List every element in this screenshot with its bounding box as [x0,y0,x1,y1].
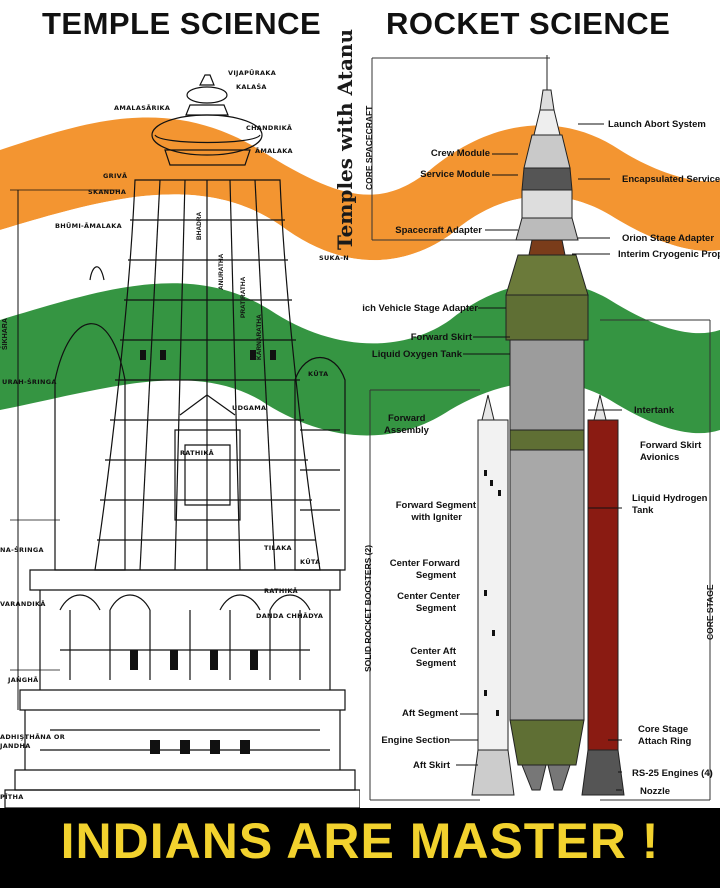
label-solid-rocket-boosters: SOLID ROCKET BOOSTERS (2) [363,544,373,672]
temple-science-heading: TEMPLE SCIENCE [42,6,322,41]
rocket-drawing [369,55,711,801]
label-liquid-hydrogen-1: Liquid Hydrogen [632,493,708,504]
label-amalasarika: AMALASĀRIKA [114,104,171,112]
banner-background [0,808,720,888]
label-service-module: Service Module [420,169,490,180]
label-center-aft-2: Segment [415,658,456,669]
label-griva: GRIVĀ [103,172,128,180]
label-core-spacecraft: CORE SPACECRAFT [364,105,374,190]
label-karnaratha: KARNARATHA [256,314,263,360]
label-spacecraft-adapter: Spacecraft Adapter [395,225,482,236]
label-engine-section: Engine Section [381,735,450,746]
label-nozzle: Nozzle [640,786,671,797]
label-anuratha: ANURATHA [218,253,225,290]
label-rathika-1: RATHIKĀ [180,449,214,457]
label-jangha: JAṄGHĀ [8,676,39,684]
label-aft-skirt: Aft Skirt [413,760,450,771]
label-crew-module: Crew Module [430,148,490,159]
label-liquid-oxygen-tank: Liquid Oxygen Tank [371,349,462,360]
label-urah-sringa: URAH-ŚRINGA [2,378,57,386]
label-bhadra: BHADRA [196,211,203,240]
label-intertank: Intertank [634,405,675,416]
label-aft-segment: Aft Segment [402,708,458,719]
label-forward-skirt-avionics-2: Avionics [640,452,680,463]
label-core-stage-attach-2: Attach Ring [638,736,692,747]
label-skandha: SKANDHA [88,188,127,196]
label-chandrika: CHANDRIKĀ [246,124,293,132]
label-sikhara: ŚIKHARA [2,318,9,350]
label-amalaka: ĀMALAKA [255,147,293,155]
label-adhisthana: ADHIŞTHĀNA OR [0,733,66,741]
label-danda-chhadya: DANDA CHHĀDYA [256,612,324,620]
label-forward-segment-1: Forward Segment [395,500,476,511]
label-pitha: PĪTHA [0,793,24,801]
label-tilaka: TILAKA [264,544,292,552]
label-forward-segment-2: with Igniter [411,512,462,523]
label-forward-assembly-2: Assembly [384,425,429,436]
watermark-text: Temples with Atanu [333,28,357,250]
rocket-science-heading: ROCKET SCIENCE [386,6,671,41]
label-udgama: UDGAMA [232,404,267,412]
label-launch-vehicle-stage-adapter: ich Vehicle Stage Adapter [362,303,478,314]
label-liquid-hydrogen-2: Tank [632,505,654,516]
banner-text: INDIANS ARE MASTER ! [60,813,660,869]
label-varandika: VARANDIKĀ [0,600,46,608]
label-center-center-1: Center Center [397,591,460,602]
label-interim-cryogenic: Interim Cryogenic Propul [618,249,720,260]
label-rs25-engines: RS-25 Engines (4) [632,768,713,779]
label-kuta-2: KŪTA [300,558,321,566]
label-rathika-2: RATHIKĀ [264,587,298,595]
label-bhumi-amalaka: BHŪMI-ĀMALAKA [55,222,122,230]
label-kuta-1: KŪTA [308,370,329,378]
label-pratiratha: PRATIRATHA [240,276,247,318]
label-forward-skirt-avionics-1: Forward Skirt [640,440,702,451]
label-center-forward-2: Segment [415,570,456,581]
label-core-stage: CORE STAGE [705,584,715,640]
label-center-aft-1: Center Aft [410,646,456,657]
label-orion-stage-adapter: Orion Stage Adapter [622,233,715,244]
label-center-forward-1: Center Forward [389,558,460,569]
label-core-stage-attach-1: Core Stage [638,724,689,735]
label-jandha: JANDHA [0,742,31,750]
label-forward-skirt: Forward Skirt [410,332,472,343]
label-vijapuraka: VIJAPŪRAKA [228,69,277,77]
label-forward-assembly-1: Forward [388,413,426,424]
label-suka: SUKA-N [319,254,349,262]
label-center-center-2: Segment [415,603,456,614]
temple-drawing [4,74,360,809]
label-encapsulated-service: Encapsulated Service M [622,174,720,185]
label-launch-abort-system: Launch Abort System [608,119,706,130]
label-na-sringa: NA-ŚRINGA [0,546,44,554]
label-kalasa: KALAŚA [236,83,267,91]
